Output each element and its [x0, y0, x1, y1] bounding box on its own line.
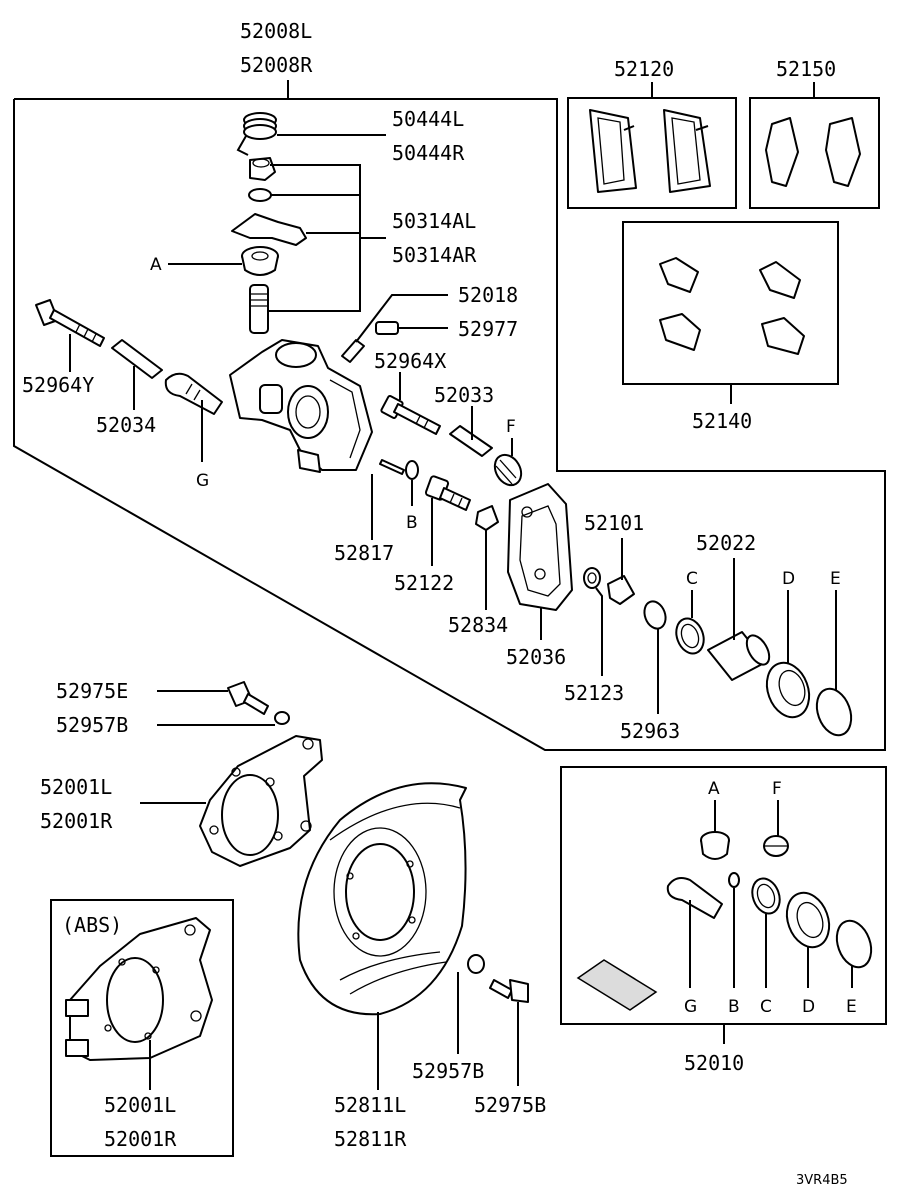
washer-B — [405, 460, 419, 480]
label-52120: 52120 — [614, 57, 674, 81]
label-52817: 52817 — [334, 541, 394, 565]
label-52975B: 52975B — [474, 1093, 546, 1117]
label-52001R-abs: 52001R — [104, 1127, 177, 1151]
label-C-kit: C — [760, 997, 772, 1017]
kit-seal-D — [785, 891, 831, 949]
nut-50314 — [249, 157, 276, 181]
kit-washer-B — [728, 872, 740, 888]
label-52036: 52036 — [506, 645, 566, 669]
spring-50444 — [236, 112, 277, 156]
pin-52817 — [379, 459, 405, 475]
label-52834: 52834 — [448, 613, 508, 637]
abs-plate-box — [50, 899, 234, 1157]
label-52022: 52022 — [696, 531, 756, 555]
label-F-upper: F — [506, 417, 516, 437]
sleeve-52034 — [111, 339, 163, 379]
spring-52123 — [583, 567, 601, 589]
label-52123: 52123 — [564, 681, 624, 705]
label-52964X: 52964X — [374, 349, 446, 373]
label-50314AL: 50314AL — [392, 209, 476, 233]
seal-D — [765, 661, 811, 719]
ring-E — [815, 687, 853, 737]
piston-52022 — [707, 631, 771, 681]
boot-F — [493, 453, 523, 487]
seal-52963 — [643, 600, 667, 630]
label-52977: 52977 — [458, 317, 518, 341]
caliper-body — [229, 339, 373, 473]
bleeder-52018 — [341, 339, 365, 363]
label-52122: 52122 — [394, 571, 454, 595]
boot-G — [164, 372, 223, 415]
label-B-kit: B — [728, 997, 740, 1017]
label-A-upper: A — [150, 255, 162, 275]
kit-boot-F — [763, 835, 789, 857]
label-52963: 52963 — [620, 719, 680, 743]
label-G-upper: G — [196, 471, 209, 491]
label-D-upper: D — [782, 569, 795, 589]
label-52811L: 52811L — [334, 1093, 406, 1117]
label-50314AR: 50314AR — [392, 243, 477, 267]
label-abs: (ABS) — [62, 913, 122, 937]
label-52957B-lower: 52957B — [412, 1059, 484, 1083]
label-52957B-upper: 52957B — [56, 713, 128, 737]
diagram-code: 3VR4B5 — [796, 1173, 848, 1187]
label-52018: 52018 — [458, 283, 518, 307]
kit-ring-E — [835, 919, 873, 969]
clip-52101 — [607, 575, 635, 605]
caliper-support-52036 — [507, 483, 573, 611]
label-52033: 52033 — [434, 383, 494, 407]
label-52010: 52010 — [684, 1051, 744, 1075]
ring-C — [675, 617, 705, 655]
kit-boot-A — [700, 831, 730, 860]
label-50444L: 50444L — [392, 107, 464, 131]
label-50444R: 50444R — [392, 141, 465, 165]
sleeve-52033 — [449, 425, 493, 457]
label-52034: 52034 — [96, 413, 156, 437]
brake-pads-52120 — [589, 109, 711, 193]
bolt-52964Y — [35, 299, 105, 347]
label-B-upper: B — [406, 513, 418, 533]
label-52008L: 52008L — [240, 19, 312, 43]
bolt-52975B — [489, 979, 529, 1003]
bolt-52964X — [380, 395, 441, 435]
label-D-kit: D — [802, 997, 815, 1017]
kit-boot-G — [666, 877, 723, 919]
caliper-assembly-frame — [13, 98, 886, 751]
clip-box-52140 — [622, 221, 839, 385]
label-C-upper: C — [686, 569, 698, 589]
label-52101: 52101 — [584, 511, 644, 535]
kit-ring-C — [751, 877, 781, 915]
washer-50314 — [248, 188, 272, 202]
dust-shield-52811 — [297, 782, 467, 1016]
washer-52957B-lower — [467, 954, 485, 974]
boot-A — [241, 246, 279, 276]
label-52975E: 52975E — [56, 679, 128, 703]
label-52964Y: 52964Y — [22, 373, 94, 397]
shaft-50314 — [249, 284, 269, 334]
adapter-plate-52001 — [199, 735, 323, 867]
label-52150: 52150 — [776, 57, 836, 81]
grease-packet — [576, 959, 658, 1011]
label-52001L-abs: 52001L — [104, 1093, 176, 1117]
label-G-kit: G — [684, 997, 697, 1017]
washer-52957B-upper — [274, 711, 290, 725]
label-52001R: 52001R — [40, 809, 113, 833]
label-52001L: 52001L — [40, 775, 112, 799]
shims-52150 — [765, 117, 861, 187]
label-52811R: 52811R — [334, 1127, 407, 1151]
lever-50314 — [231, 213, 307, 246]
label-52140: 52140 — [692, 409, 752, 433]
bolt-52975E — [227, 681, 269, 715]
label-52008R: 52008R — [240, 53, 313, 77]
cap-52977 — [375, 321, 399, 335]
pad-clips-52140 — [659, 257, 805, 355]
bolt-52122 — [424, 475, 471, 511]
label-A-kit: A — [708, 779, 720, 799]
clip-52834 — [475, 505, 499, 531]
abs-adapter-plate — [65, 917, 213, 1061]
label-E-upper: E — [830, 569, 841, 589]
label-F-kit: F — [772, 779, 782, 799]
label-E-kit: E — [846, 997, 857, 1017]
